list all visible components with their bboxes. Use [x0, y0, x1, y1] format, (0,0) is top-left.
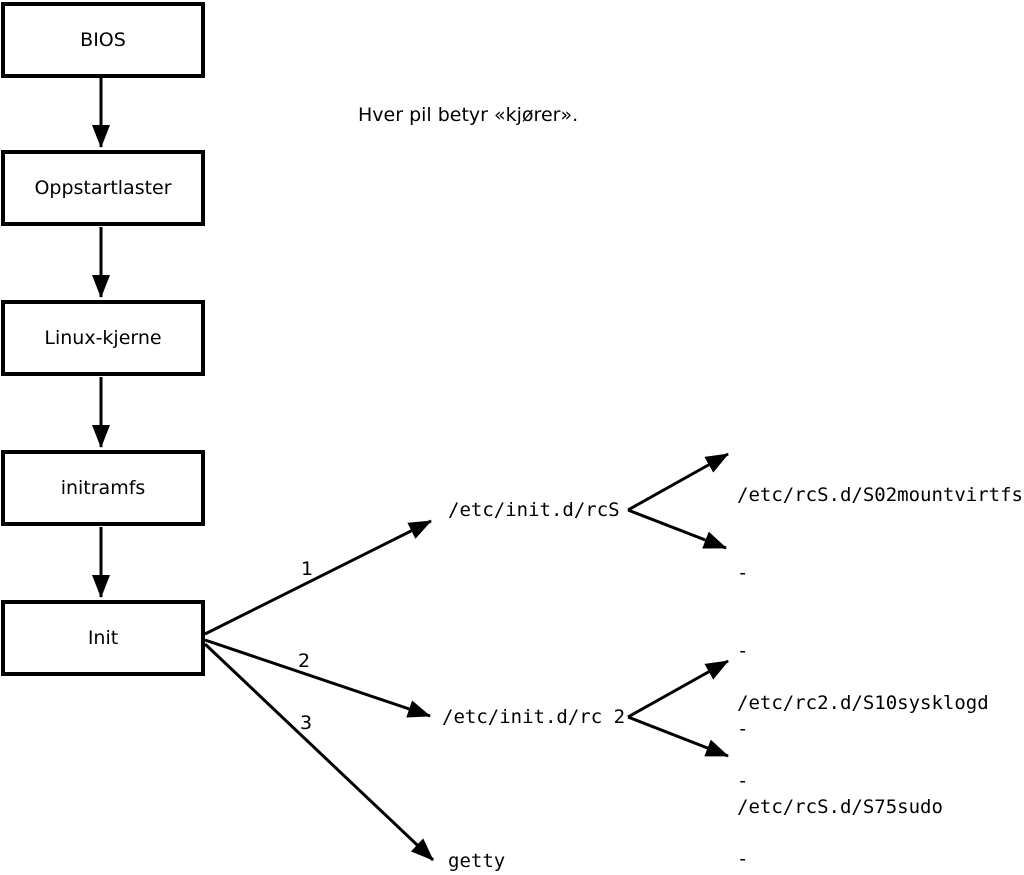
- node-linux-kernel-label: Linux-kjerne: [44, 327, 162, 349]
- rcs-script-item: -: [737, 718, 749, 740]
- arrow-rc2-to-last: [627, 715, 729, 758]
- branch-label-1: 1: [300, 558, 314, 580]
- node-bios: BIOS: [1, 2, 205, 78]
- rcs-script-item: /etc/rcS.d/S02mountvirtfs: [737, 484, 1023, 506]
- arrow-init-to-rcs: [204, 519, 432, 636]
- arrow-rc2-to-first: [627, 659, 729, 719]
- branch-label-3: 3: [299, 712, 313, 734]
- node-init-d-rcs: /etc/init.d/rcS: [448, 499, 620, 521]
- arrow-init-to-rc2: [204, 638, 431, 718]
- node-initramfs-label: initramfs: [60, 477, 146, 499]
- rc2-script-item: -: [737, 848, 749, 870]
- rcs-script-item: -: [737, 562, 749, 584]
- node-bootloader: Oppstartlaster: [1, 150, 205, 226]
- rcs-script-list: /etc/rcS.d/S02mountvirtfs - - - /etc/rcS…: [737, 430, 1023, 872]
- rcs-script-item: -: [737, 640, 749, 662]
- rc2-script-item: -: [737, 770, 749, 792]
- node-init-d-rc2: /etc/init.d/rc 2: [442, 706, 626, 728]
- node-initramfs: initramfs: [1, 450, 205, 526]
- rcs-script-item: /etc/rcS.d/S75sudo: [737, 796, 943, 818]
- rc2-script-item: /etc/rc2.d/S10sysklogd: [737, 692, 989, 714]
- node-init-label: Init: [87, 627, 119, 649]
- node-bootloader-label: Oppstartlaster: [34, 177, 172, 199]
- node-linux-kernel: Linux-kjerne: [1, 300, 205, 376]
- branch-label-2: 2: [297, 650, 311, 672]
- arrow-rcs-to-last: [627, 508, 727, 550]
- node-init: Init: [1, 600, 205, 676]
- rc2-script-list: /etc/rc2.d/S10sysklogd - - - /etc/rc2.d/…: [737, 638, 989, 875]
- node-bios-label: BIOS: [80, 29, 126, 51]
- arrow-rcs-to-first: [627, 452, 729, 512]
- diagram-caption: Hver pil betyr «kjører».: [358, 104, 579, 126]
- node-getty: getty: [448, 850, 506, 872]
- arrow-init-to-getty: [203, 642, 435, 862]
